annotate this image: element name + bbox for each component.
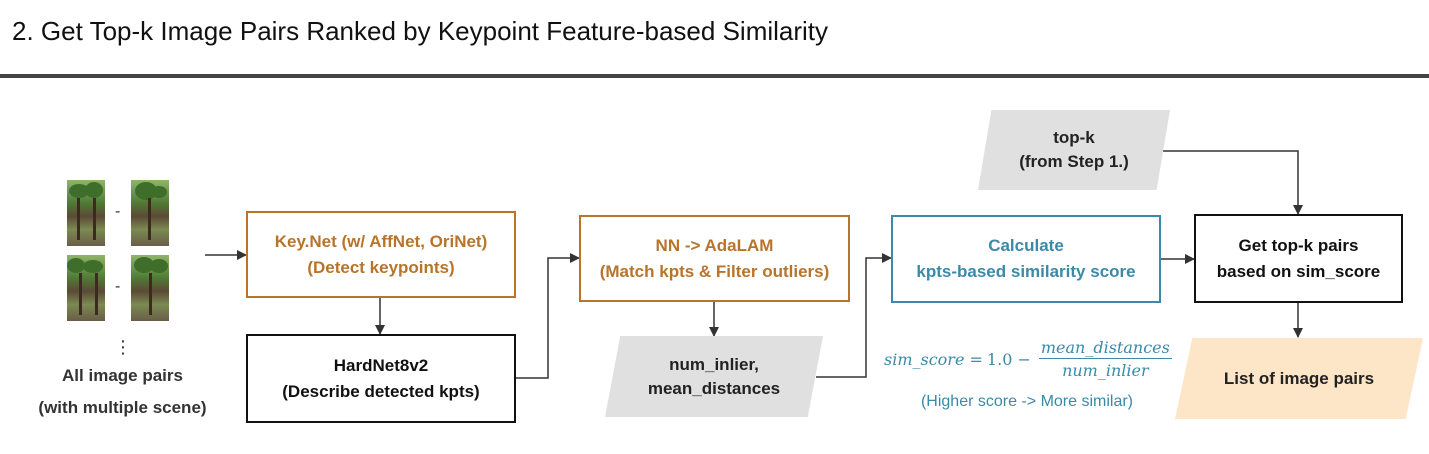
pair-separator: - [115, 203, 121, 220]
topk-input-line2: (from Step 1.) [1019, 152, 1129, 171]
matches-output-line2: mean_distances [647, 378, 781, 398]
hardnet-label: HardNet8v2 [333, 355, 429, 375]
arrow-topk-to-select [1160, 150, 1303, 215]
topk-input-line1: top-k [1053, 128, 1095, 147]
formula-fraction: mean_distances num_inlier [1038, 338, 1172, 380]
image-thumbnail [131, 255, 169, 321]
input-caption-line1: All image pairs [62, 366, 183, 385]
keynet-label: Key.Net (w/ AffNet, OriNet) [274, 231, 488, 251]
arrow-hardnet-to-adalam [516, 253, 580, 379]
similarity-sublabel: kpts-based similarity score [916, 262, 1136, 281]
formula-numerator: mean_distances [1038, 338, 1172, 359]
similarity-formula: sim_score = 1.0 − mean_distances num_inl… [884, 338, 1172, 380]
similarity-label: Calculate [988, 236, 1064, 255]
adalam-node: NN -> AdaLAM (Match kpts & Filter outlie… [579, 215, 850, 302]
output-label: List of image pairs [1223, 368, 1375, 388]
title-divider [0, 74, 1429, 78]
pair-separator: - [115, 278, 121, 295]
select-topk-node: Get top-k pairs based on sim_score [1194, 214, 1403, 303]
input-caption-line2: (with multiple scene) [38, 398, 207, 417]
hardnet-sublabel: (Describe detected kpts) [282, 381, 480, 401]
keynet-sublabel: (Detect keypoints) [307, 257, 455, 277]
formula-constant: 1.0 − [986, 349, 1031, 369]
keynet-node: Key.Net (w/ AffNet, OriNet) (Detect keyp… [246, 211, 516, 298]
matches-output-line1: num_inlier, [669, 354, 759, 374]
formula-denominator: num_inlier [1062, 361, 1149, 380]
select-topk-label: Get top-k pairs [1238, 235, 1359, 255]
adalam-label: NN -> AdaLAM [655, 235, 774, 255]
adalam-sublabel: (Match kpts & Filter outliers) [599, 261, 830, 281]
image-thumbnail [67, 255, 105, 321]
more-pairs-ellipsis: ⋮ [114, 337, 132, 357]
hardnet-node: HardNet8v2 (Describe detected kpts) [246, 334, 516, 423]
select-topk-sublabel: based on sim_score [1216, 261, 1381, 281]
similarity-node: Calculate kpts-based similarity score [891, 215, 1161, 303]
image-thumbnail [67, 180, 105, 246]
formula-lhs: sim_score = [884, 349, 983, 369]
image-thumbnail [131, 180, 169, 246]
page-title: 2. Get Top-k Image Pairs Ranked by Keypo… [12, 16, 829, 46]
arrow-matches-to-similarity [816, 253, 892, 378]
topk-input-node: top-k (from Step 1.) [978, 110, 1170, 190]
formula-note: (Higher score -> More similar) [920, 393, 1134, 410]
matches-output-node: num_inlier, mean_distances [605, 336, 823, 417]
output-node: List of image pairs [1175, 338, 1423, 419]
